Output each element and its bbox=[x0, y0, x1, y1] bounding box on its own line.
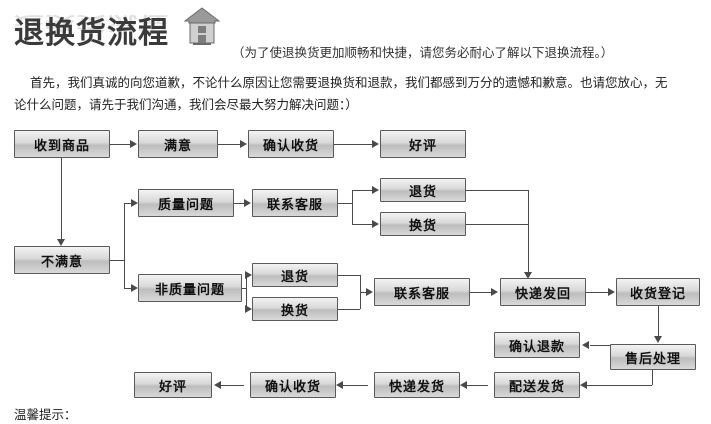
node-nonquality-issue[interactable]: 非质量问题 bbox=[138, 274, 242, 302]
line-nonquality-fork bbox=[246, 275, 247, 309]
line-nonquality-stub bbox=[242, 288, 246, 289]
intro-line-1: 首先，我们真诚的向您道歉，不论什么原因让您需要退换货和退款，我们都感到万分的遗憾… bbox=[30, 75, 668, 90]
node-receipt-register[interactable]: 收货登记 bbox=[616, 278, 700, 306]
arrow-aftersales-to-refund bbox=[582, 341, 589, 349]
line-express-to-register bbox=[586, 292, 609, 293]
node-unsatisfied[interactable]: 不满意 bbox=[14, 246, 110, 274]
node-express-return[interactable]: 快递发回 bbox=[500, 278, 586, 306]
arrow-receive-to-satisfied bbox=[130, 140, 137, 148]
line-service1-to-exchange bbox=[352, 224, 373, 225]
arrow-merge-to-express-return bbox=[524, 272, 532, 279]
arrow-delivery-to-express-ship bbox=[460, 381, 467, 389]
line-confirm-to-review bbox=[334, 144, 373, 145]
page-subtitle: （为了使退换货更加顺畅和快捷，请您务必耐心了解以下退换流程。） bbox=[232, 45, 614, 60]
node-contact-service-2[interactable]: 联系客服 bbox=[374, 278, 470, 306]
line-delivery-to-express-ship bbox=[466, 385, 488, 386]
arrow-receive-to-unsatisfied bbox=[57, 239, 65, 246]
arrow-merge-to-service2 bbox=[366, 288, 373, 296]
page-title: 退换货流程 bbox=[14, 16, 169, 51]
intro-paragraph: 首先，我们真诚的向您道歉，不论什么原因让您需要退换货和退款，我们都感到万分的遗憾… bbox=[14, 72, 690, 116]
node-receive-goods[interactable]: 收到商品 bbox=[14, 130, 110, 158]
line-receive-to-unsatisfied bbox=[61, 158, 62, 241]
arrow-nonquality-to-return2 bbox=[245, 271, 252, 279]
node-express-ship[interactable]: 快递发货 bbox=[374, 372, 460, 398]
arrow-express-to-register bbox=[608, 288, 615, 296]
line-merge-to-express-return bbox=[528, 190, 529, 274]
line-aftersales-to-refund bbox=[590, 345, 610, 346]
line-merge-to-service2 bbox=[360, 292, 367, 293]
arrow-service2-to-express-return bbox=[491, 288, 498, 296]
line-return1-out bbox=[466, 190, 528, 191]
node-contact-service-1[interactable]: 联系客服 bbox=[252, 189, 338, 217]
line-return2-out bbox=[338, 275, 360, 276]
line-unsatisfied-stub bbox=[110, 260, 124, 261]
node-return-1[interactable]: 退货 bbox=[380, 178, 466, 202]
line-service1-stub bbox=[338, 203, 352, 204]
arrow-to-nonquality-issue bbox=[131, 284, 138, 292]
intro-line-2: 论什么问题，请先于我们沟通，我们会尽最大努力解决问题：） bbox=[14, 97, 358, 112]
node-delivery-ship[interactable]: 配送发货 bbox=[494, 372, 580, 398]
line-aftersales-to-delivery-v bbox=[652, 370, 653, 385]
line-exchange1-out bbox=[466, 224, 528, 225]
line-exchange2-out bbox=[338, 309, 360, 310]
arrow-confirm-to-review2 bbox=[214, 381, 221, 389]
node-exchange-1[interactable]: 换货 bbox=[380, 212, 466, 236]
line-service1-to-return bbox=[352, 190, 373, 191]
arrow-nonquality-to-exchange2 bbox=[245, 305, 252, 313]
line-service2-to-express-return bbox=[470, 292, 492, 293]
node-good-review-1[interactable]: 好评 bbox=[380, 130, 466, 158]
line-quality-to-service bbox=[234, 203, 245, 204]
arrow-express-ship-to-confirm bbox=[336, 381, 343, 389]
line-aftersales-to-delivery-h bbox=[586, 385, 652, 386]
house-icon bbox=[184, 7, 220, 45]
node-exchange-2[interactable]: 换货 bbox=[252, 297, 338, 321]
arrow-to-quality-issue bbox=[131, 199, 138, 207]
arrow-service1-to-exchange bbox=[372, 220, 379, 228]
line-unsatisfied-branch-vertical bbox=[124, 203, 125, 288]
arrow-satisfied-to-confirm bbox=[240, 140, 247, 148]
node-quality-issue[interactable]: 质量问题 bbox=[138, 189, 234, 217]
line-register-to-aftersales bbox=[658, 306, 659, 338]
arrow-quality-to-service bbox=[244, 199, 251, 207]
arrow-aftersales-to-delivery bbox=[580, 381, 587, 389]
line-to-quality-issue bbox=[124, 203, 132, 204]
node-confirm-refund[interactable]: 确认退款 bbox=[494, 332, 580, 358]
line-express-ship-to-confirm bbox=[342, 385, 368, 386]
line-satisfied-to-confirm bbox=[218, 144, 241, 145]
node-after-sales[interactable]: 售后处理 bbox=[610, 344, 696, 370]
node-confirm-receipt-2[interactable]: 确认收货 bbox=[250, 372, 336, 398]
node-satisfied[interactable]: 满意 bbox=[138, 130, 218, 158]
node-good-review-2[interactable]: 好评 bbox=[134, 372, 212, 398]
line-confirm-to-review2 bbox=[220, 385, 244, 386]
arrow-register-to-aftersales bbox=[654, 336, 662, 343]
line-to-nonquality-issue bbox=[124, 288, 132, 289]
node-return-2[interactable]: 退货 bbox=[252, 263, 338, 287]
arrow-confirm-to-review bbox=[372, 140, 379, 148]
warm-tip: 温馨提示： bbox=[14, 407, 77, 422]
line-service1-fork bbox=[352, 190, 353, 224]
node-confirm-receipt-1[interactable]: 确认收货 bbox=[248, 130, 334, 158]
arrow-service1-to-return bbox=[372, 186, 379, 194]
line-receive-to-satisfied bbox=[110, 144, 131, 145]
